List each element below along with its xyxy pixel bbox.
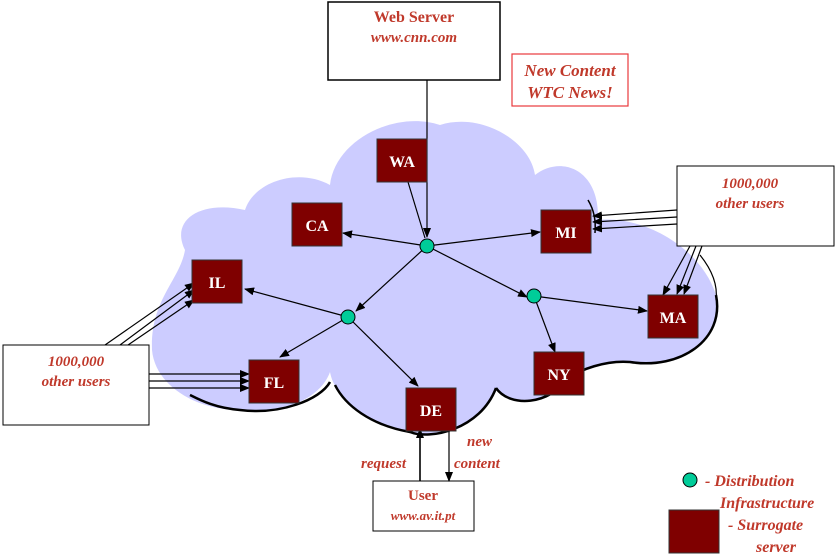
distribution-node-right[interactable] bbox=[526, 288, 542, 304]
web-server-title: Web Server bbox=[374, 9, 454, 26]
legend: - Distribution Infrastructure - Surrogat… bbox=[668, 472, 814, 556]
link-hub-mi bbox=[426, 229, 541, 247]
new-content-callout: New Content WTC News! bbox=[511, 53, 629, 107]
left-users-count: 1000,000 bbox=[48, 354, 105, 370]
svg-text:CA: CA bbox=[305, 218, 329, 235]
surrogate-ma[interactable]: MA bbox=[647, 294, 699, 339]
link-node-fl bbox=[279, 316, 349, 358]
surrogate-mi[interactable]: MI bbox=[540, 209, 592, 254]
distribution-node-left[interactable] bbox=[340, 309, 356, 325]
right-users-box: 1000,000 other users bbox=[676, 165, 835, 247]
legend-distribution-line1: - Distribution bbox=[705, 473, 794, 490]
new-label: new bbox=[467, 434, 493, 450]
user-box: User www.av.it.pt bbox=[372, 480, 475, 532]
legend-surrogate-line2: server bbox=[755, 539, 797, 556]
surrogate-wa[interactable]: WA bbox=[376, 138, 428, 183]
surrogate-de[interactable]: DE bbox=[405, 387, 457, 432]
svg-text:MA: MA bbox=[660, 310, 687, 327]
surrogate-servers: WA CA MI IL FL DE NY MA bbox=[191, 138, 699, 432]
link-node-ma bbox=[533, 295, 648, 314]
legend-distribution-icon bbox=[682, 472, 698, 488]
svg-text:MI: MI bbox=[555, 225, 576, 242]
content-label: content bbox=[454, 456, 501, 472]
right-users-label: other users bbox=[716, 196, 785, 212]
surrogate-ca[interactable]: CA bbox=[291, 202, 343, 247]
link-node-de bbox=[347, 316, 419, 387]
link-hub-ca bbox=[342, 230, 428, 247]
svg-text:DE: DE bbox=[420, 403, 442, 420]
surrogate-fl[interactable]: FL bbox=[248, 359, 300, 404]
legend-surrogate-line1: - Surrogate bbox=[728, 517, 803, 534]
web-server-box: Web Server www.cnn.com bbox=[327, 1, 501, 81]
surrogate-ny[interactable]: NY bbox=[533, 351, 585, 396]
surrogate-il[interactable]: IL bbox=[191, 259, 243, 304]
callout-line2: WTC News! bbox=[527, 83, 612, 102]
callout-line1: New Content bbox=[523, 61, 616, 80]
svg-text:FL: FL bbox=[264, 375, 284, 392]
link-hub-node-left bbox=[355, 245, 428, 312]
user-title: User bbox=[408, 488, 438, 504]
link-node-ny bbox=[533, 295, 556, 353]
svg-text:IL: IL bbox=[209, 275, 226, 292]
link-hub-node-right bbox=[426, 245, 528, 298]
user-url: www.av.it.pt bbox=[391, 508, 456, 523]
left-users-label: other users bbox=[42, 374, 111, 390]
distribution-node-hub[interactable] bbox=[419, 238, 435, 254]
left-users-box: 1000,000 other users bbox=[2, 344, 150, 426]
request-label: request bbox=[361, 456, 407, 472]
svg-text:WA: WA bbox=[389, 154, 415, 171]
link-wa-hub bbox=[407, 181, 426, 239]
legend-distribution-line2: Infrastructure bbox=[719, 495, 814, 512]
svg-text:NY: NY bbox=[547, 367, 571, 384]
web-server-url: www.cnn.com bbox=[371, 30, 457, 46]
legend-surrogate-icon bbox=[668, 509, 720, 554]
right-users-count: 1000,000 bbox=[722, 176, 779, 192]
link-node-il bbox=[244, 287, 349, 318]
distribution-nodes bbox=[340, 238, 542, 325]
